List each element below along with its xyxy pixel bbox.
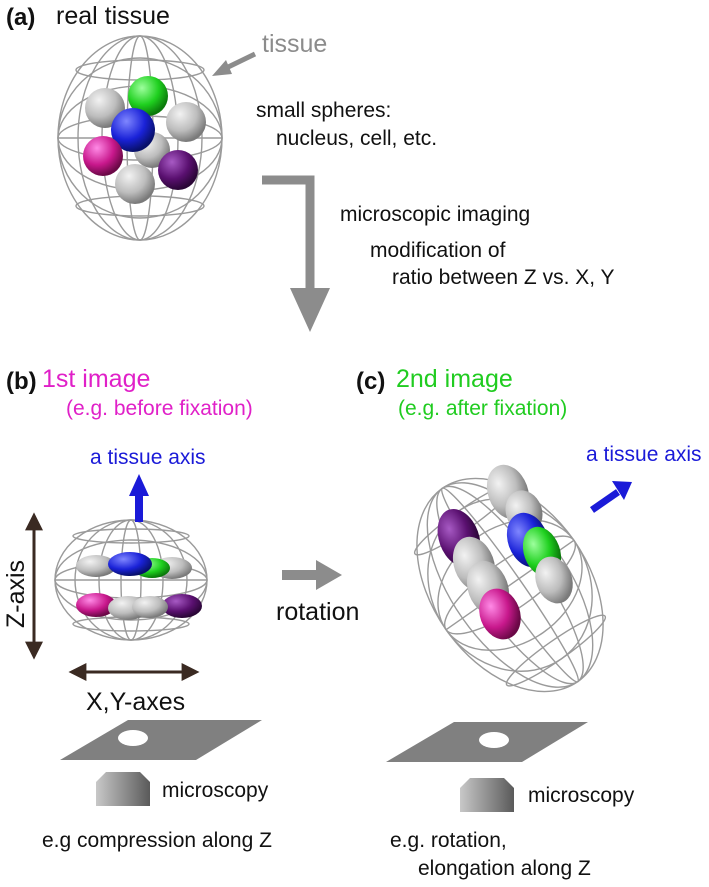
microscopy-label-b: microscopy — [162, 779, 269, 802]
panel-c-letter: (c) — [356, 368, 386, 395]
magenta-sphere — [83, 136, 123, 176]
panel-c-title: 2nd image — [396, 365, 513, 393]
objective — [96, 772, 150, 806]
microscopy-label-c: microscopy — [528, 784, 635, 807]
panel-c-subtitle: (e.g. after fixation) — [398, 397, 568, 420]
gray-sphere — [115, 164, 155, 204]
tissue-axis-label-c: a tissue axis — [586, 443, 702, 466]
tissue-pointer-arrow — [212, 51, 257, 76]
tissue-axis-arrow-c — [590, 481, 632, 513]
spheres-a — [83, 76, 206, 204]
blue-sphere — [108, 552, 152, 576]
spheres-label-2: nucleus, cell, etc. — [276, 127, 438, 150]
purple-sphere — [158, 150, 198, 190]
tissue-axis-label-b: a tissue axis — [90, 446, 206, 469]
blue-sphere — [111, 108, 155, 152]
process-line-2: modification of — [370, 239, 506, 262]
panel-a-letter: (a) — [6, 4, 36, 31]
gray-sphere — [132, 596, 168, 618]
process-arrow — [262, 175, 315, 290]
spheres-b — [76, 552, 202, 620]
magenta-sphere — [76, 593, 116, 617]
green-sphere — [128, 76, 168, 116]
tissue-axis-arrow-b — [129, 474, 149, 522]
stage-hole — [479, 732, 509, 748]
gray-sphere — [535, 556, 573, 604]
microscope-b — [60, 720, 262, 806]
panel-b-subtitle: (e.g. before fixation) — [66, 397, 253, 420]
spheres-c — [437, 464, 573, 640]
objective — [460, 778, 514, 812]
microscope-c — [386, 722, 588, 812]
tissue-label: tissue — [262, 30, 328, 58]
rotation-label: rotation — [276, 598, 360, 626]
stage-hole — [118, 730, 148, 746]
process-line-3: ratio between Z vs. X, Y — [392, 266, 615, 289]
panel-a-title: real tissue — [56, 2, 170, 30]
gray-sphere — [166, 102, 206, 142]
gray-sphere — [76, 555, 116, 577]
spheres-label-1: small spheres: — [256, 99, 392, 122]
panel-c-caption-1: e.g. rotation, — [390, 829, 507, 852]
tissue-wireframe-b — [54, 519, 208, 641]
panel-b-title: 1st image — [42, 365, 151, 393]
panel-b-letter: (b) — [6, 368, 37, 395]
xy-axis-label: X,Y-axes — [86, 688, 186, 716]
process-line-1: microscopic imaging — [340, 203, 531, 226]
stage-plate — [60, 720, 262, 760]
panel-b-caption: e.g compression along Z — [42, 829, 272, 852]
purple-sphere — [162, 594, 202, 618]
z-axis-label: Z-axis — [2, 559, 30, 628]
panel-c-caption-2: elongation along Z — [418, 857, 591, 880]
magenta-sphere — [479, 588, 521, 640]
process-arrow-head — [290, 288, 330, 332]
rotation-arrow — [282, 560, 342, 590]
